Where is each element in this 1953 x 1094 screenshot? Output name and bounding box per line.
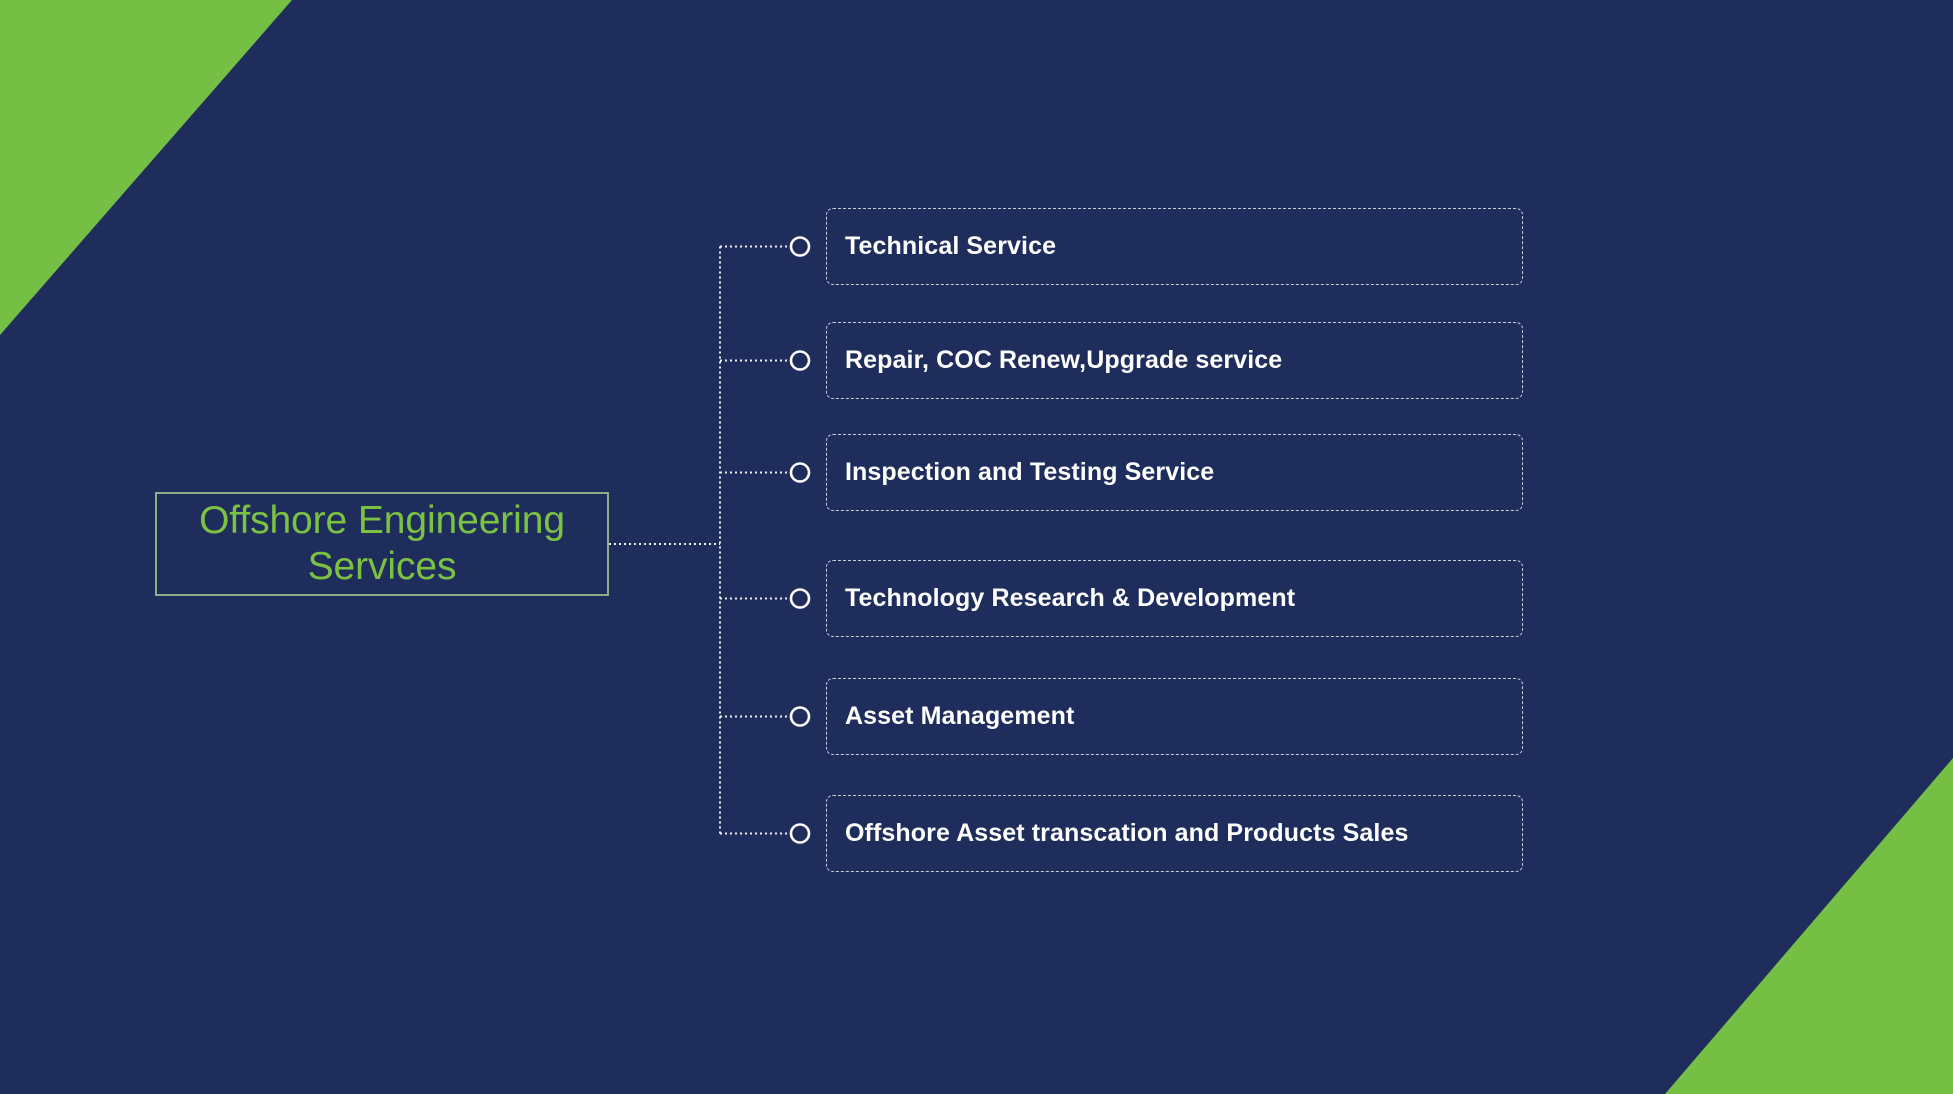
branch-box-label: Technical Service bbox=[845, 232, 1057, 260]
branch-box[interactable]: Offshore Asset transcation and Products … bbox=[826, 795, 1523, 872]
branch-box[interactable]: Technical Service bbox=[826, 208, 1523, 285]
branch-box-label: Technology Research & Development bbox=[845, 584, 1296, 612]
root-node-label: Offshore Engineering Services bbox=[199, 498, 565, 588]
branch-node-dot bbox=[789, 236, 811, 257]
branch-box-label: Repair, COC Renew,Upgrade service bbox=[845, 346, 1283, 374]
branch-box-label: Asset Management bbox=[845, 702, 1075, 730]
branch-node-dot bbox=[789, 462, 811, 483]
root-node[interactable]: Offshore Engineering Services bbox=[155, 492, 609, 596]
branch-box[interactable]: Repair, COC Renew,Upgrade service bbox=[826, 322, 1523, 399]
branch-box[interactable]: Inspection and Testing Service bbox=[826, 434, 1523, 511]
branch-node-dot bbox=[789, 823, 811, 844]
branch-box[interactable]: Technology Research & Development bbox=[826, 560, 1523, 637]
branch-box[interactable]: Asset Management bbox=[826, 678, 1523, 755]
decorative-triangle-bottom-right bbox=[1665, 758, 1953, 1094]
branch-node-dot bbox=[789, 706, 811, 727]
branch-box-label: Inspection and Testing Service bbox=[845, 458, 1215, 486]
branch-box-label: Offshore Asset transcation and Products … bbox=[845, 819, 1409, 847]
branch-node-dot bbox=[789, 588, 811, 609]
branch-node-dot bbox=[789, 350, 811, 371]
decorative-triangle-top-left bbox=[0, 0, 292, 335]
